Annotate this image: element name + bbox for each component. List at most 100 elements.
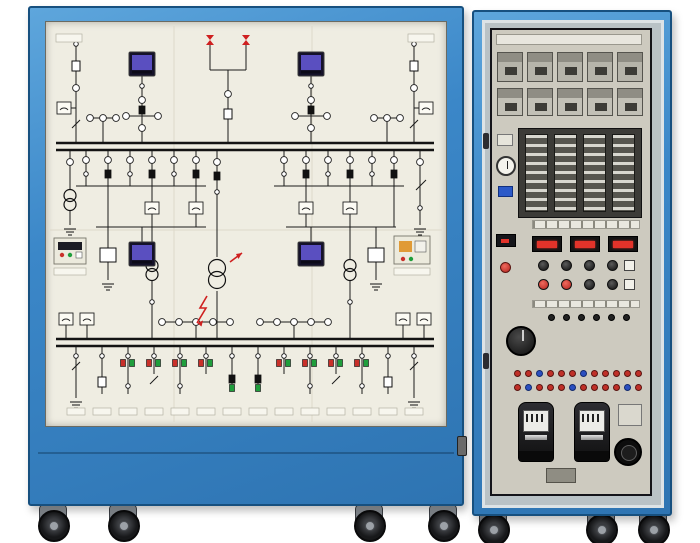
square-lamp <box>624 260 635 271</box>
small-lamp <box>127 171 133 177</box>
control-button[interactable] <box>607 260 618 271</box>
instrument-rack <box>490 28 652 496</box>
terminal-strip <box>554 134 577 212</box>
terminal[interactable] <box>514 370 521 377</box>
terminal[interactable] <box>635 384 642 391</box>
wheel <box>38 510 70 542</box>
display-screen <box>301 55 321 70</box>
terminal[interactable] <box>602 384 609 391</box>
terminal[interactable] <box>558 384 565 391</box>
emergency-button[interactable] <box>500 262 511 273</box>
control-button[interactable] <box>584 279 595 290</box>
pushbutton-red[interactable] <box>146 359 152 367</box>
breaker-closed <box>104 169 112 179</box>
terminal[interactable] <box>525 370 532 377</box>
control-button[interactable] <box>607 279 618 290</box>
display-screen <box>301 245 321 260</box>
panel-meter <box>188 201 204 215</box>
terminal[interactable] <box>624 384 631 391</box>
terminal[interactable] <box>569 370 576 377</box>
control-button[interactable] <box>538 260 549 271</box>
terminal[interactable] <box>613 370 620 377</box>
pushbutton-red[interactable] <box>302 359 308 367</box>
terminal[interactable] <box>580 384 587 391</box>
terminal[interactable] <box>514 384 521 391</box>
pushbutton-red[interactable] <box>328 359 334 367</box>
arrester-icon <box>206 35 214 45</box>
indicator-dot <box>593 314 600 321</box>
control-button[interactable] <box>561 260 572 271</box>
pushbutton-red[interactable] <box>198 359 204 367</box>
pushbutton-green[interactable] <box>129 359 135 367</box>
pushbutton-red[interactable] <box>172 359 178 367</box>
indicator-lamp <box>226 318 234 326</box>
panel-seam <box>50 26 442 422</box>
control-button[interactable] <box>584 260 595 271</box>
meter-readout <box>537 241 557 248</box>
small-lamp <box>359 383 365 389</box>
control-cabinet <box>472 10 672 516</box>
round-meter <box>614 438 642 466</box>
terminal[interactable] <box>591 370 598 377</box>
breaker <box>383 376 393 388</box>
label-plate <box>393 267 431 276</box>
indicator-lamp <box>280 156 288 164</box>
terminal[interactable] <box>602 370 609 377</box>
terminal[interactable] <box>536 384 543 391</box>
pushbutton-green[interactable] <box>285 359 291 367</box>
label-plate <box>92 407 112 416</box>
pushbutton-green[interactable] <box>155 359 161 367</box>
pushbutton-red[interactable] <box>276 359 282 367</box>
pushbutton-red[interactable] <box>354 359 360 367</box>
terminal[interactable] <box>613 384 620 391</box>
indicator-lamp <box>209 318 217 326</box>
label-plate <box>53 267 87 276</box>
pushbutton-green[interactable] <box>229 384 235 392</box>
instrument-display <box>58 242 82 250</box>
indicator-dot <box>563 314 570 321</box>
terminal[interactable] <box>547 370 554 377</box>
terminal[interactable] <box>591 384 598 391</box>
wheel <box>638 514 670 543</box>
display-keys <box>132 261 152 264</box>
label-plates <box>53 33 435 416</box>
terminal[interactable] <box>635 370 642 377</box>
terminal[interactable] <box>536 370 543 377</box>
label-plate <box>66 407 86 416</box>
terminal[interactable] <box>624 370 631 377</box>
breaker-closed <box>138 105 146 115</box>
indicator-lamp <box>138 124 146 132</box>
small-lamp <box>73 41 79 47</box>
lightning-arrowhead <box>197 320 203 327</box>
terminal[interactable] <box>547 384 554 391</box>
control-button-red[interactable] <box>538 279 549 290</box>
pushbutton-green[interactable] <box>363 359 369 367</box>
meter-register <box>582 414 602 422</box>
indicator-lamp <box>82 156 90 164</box>
terminal[interactable] <box>580 370 587 377</box>
panel-meter <box>56 101 72 115</box>
indicator-lamp <box>302 156 310 164</box>
pushbutton-green[interactable] <box>311 359 317 367</box>
terminal[interactable] <box>569 384 576 391</box>
control-knob[interactable] <box>506 326 536 356</box>
label-plate <box>300 407 320 416</box>
pushbutton-green[interactable] <box>337 359 343 367</box>
terminal-strip <box>583 134 606 212</box>
pushbutton-green[interactable] <box>255 384 261 392</box>
contactor-row-2 <box>497 88 643 116</box>
cabinet-latch[interactable] <box>457 436 467 456</box>
panel-meter <box>342 201 358 215</box>
pushbutton-green[interactable] <box>181 359 187 367</box>
small-lamp <box>73 353 79 359</box>
control-button-red[interactable] <box>561 279 572 290</box>
white-indicator <box>414 240 427 253</box>
pushbutton-red[interactable] <box>120 359 126 367</box>
panel-meter <box>79 312 95 326</box>
terminal[interactable] <box>525 384 532 391</box>
terminal[interactable] <box>558 370 565 377</box>
small-lamp <box>369 171 375 177</box>
wheel <box>586 514 618 543</box>
small-lamp <box>255 353 261 359</box>
pushbutton-green[interactable] <box>207 359 213 367</box>
